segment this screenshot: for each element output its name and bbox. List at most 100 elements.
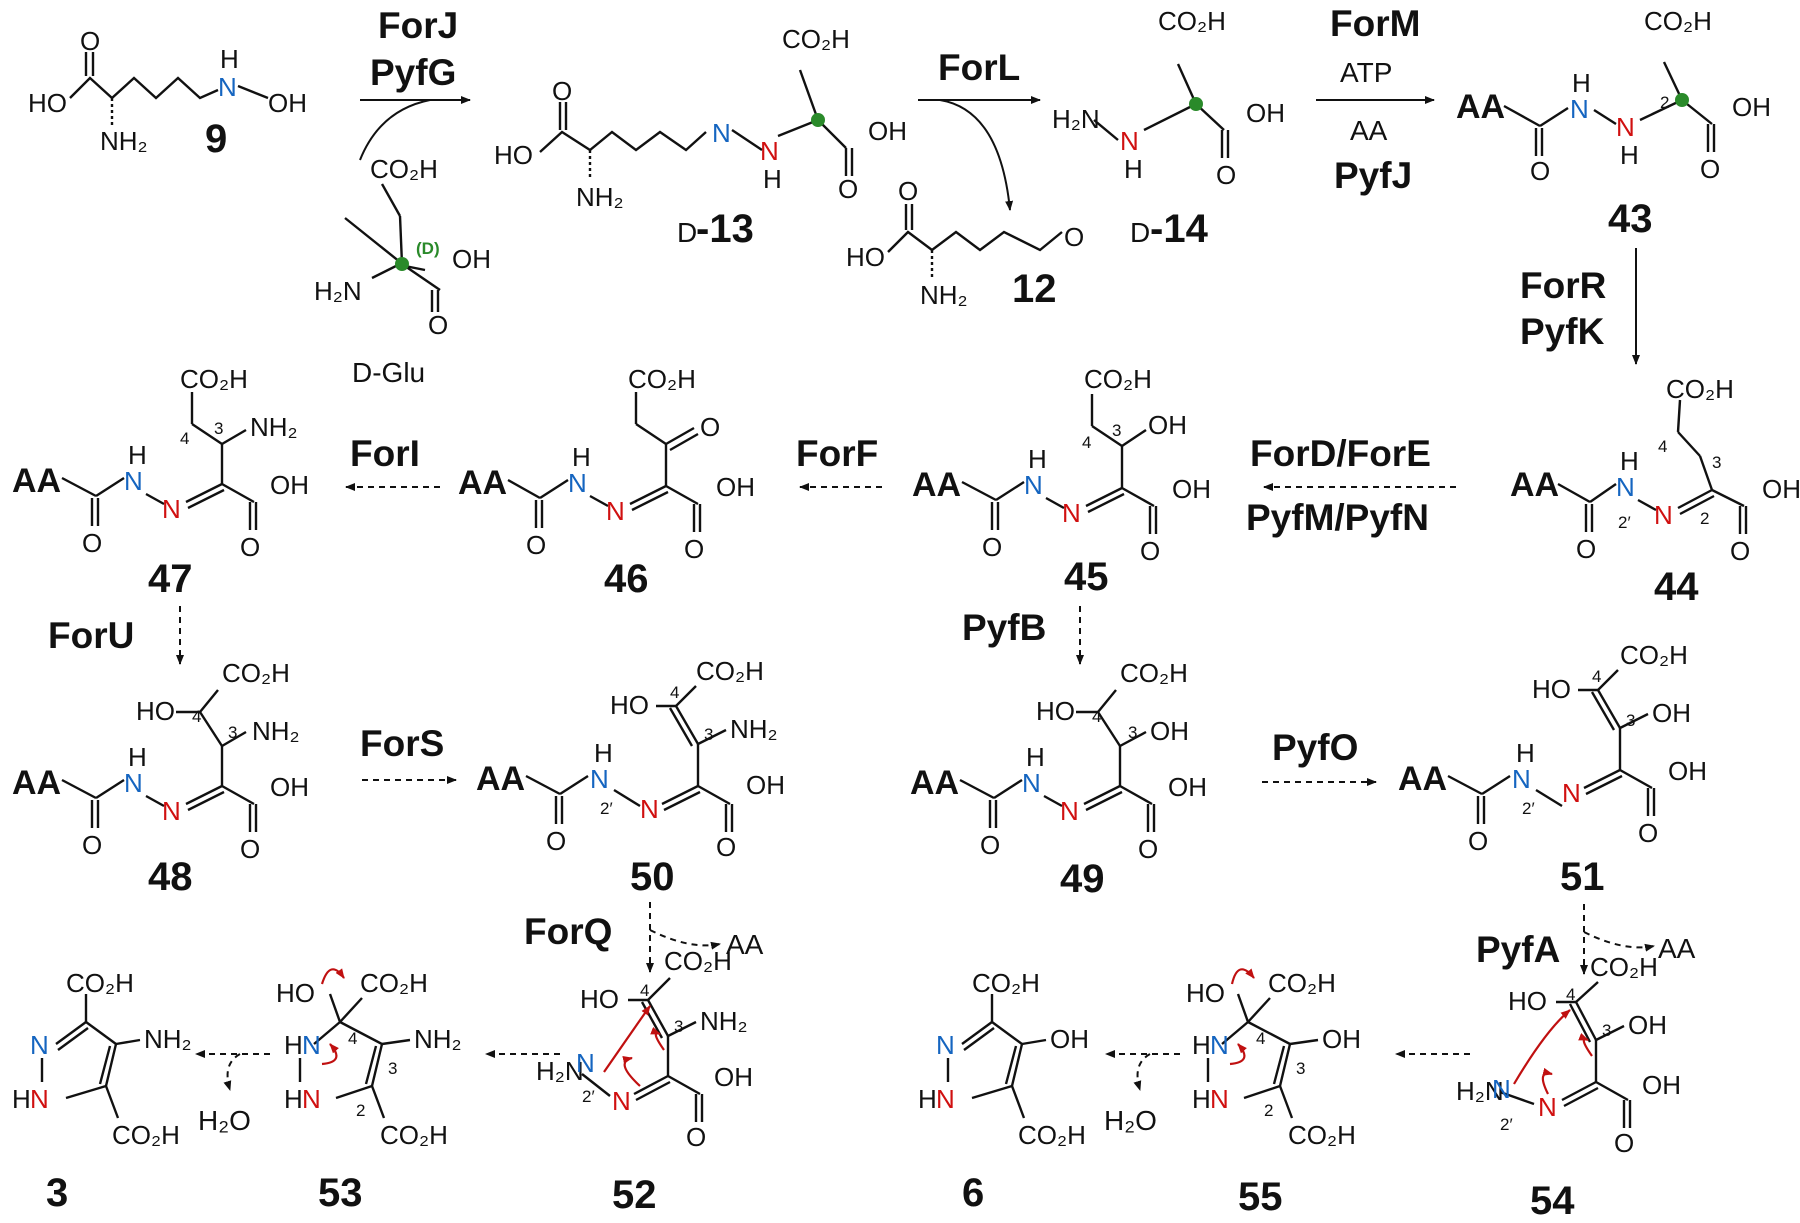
atom-h: H: [1028, 444, 1047, 474]
electron-arrow: [1230, 968, 1255, 985]
stereocenter-dot: [395, 257, 409, 271]
enzyme-pyfb: PyfB: [962, 607, 1046, 648]
atom-n: N: [302, 1030, 321, 1060]
atom-oh: OH: [270, 470, 309, 500]
compound-53: CO₂H HO 4 3 2 NH₂ H N H N CO₂H 53: [276, 968, 462, 1215]
atom-o: O: [546, 826, 566, 856]
atom-h: H: [763, 164, 782, 194]
compound-label-49: 49: [1060, 857, 1105, 901]
compound-45: AA CO₂H 4 3 OH N H N O OH O 45: [912, 364, 1211, 599]
atom-h: H: [128, 440, 147, 470]
atom-oh: OH: [1762, 474, 1800, 504]
atom-h2n: H₂N: [1456, 1076, 1504, 1106]
atom-h: H: [1124, 154, 1143, 184]
enzyme-pyfg: PyfG: [370, 52, 456, 93]
compound-47: AA CO₂H 4 3 NH₂ N H N O OH O 47: [12, 364, 309, 601]
atom-o: O: [240, 532, 260, 562]
atom-oh: OH: [1322, 1024, 1361, 1054]
atom-o: O: [1468, 826, 1488, 856]
atom-ho: HO: [1532, 674, 1571, 704]
atom-h: H: [1620, 446, 1639, 476]
electron-arrow: [1541, 1067, 1553, 1095]
atom-oh: OH: [868, 116, 907, 146]
stereocenter-dot: [811, 113, 825, 127]
atom-oh: OH: [1246, 98, 1285, 128]
atom-o: O: [1576, 534, 1596, 564]
position-3: 3: [1112, 421, 1121, 440]
atom-n: N: [936, 1084, 955, 1114]
position-4: 4: [1592, 667, 1601, 686]
reagent-aa: AA: [1350, 115, 1388, 146]
atom-co2h: CO₂H: [1620, 640, 1688, 670]
compound-label-6: 6: [962, 1171, 984, 1215]
atom-o: O: [684, 534, 704, 564]
curved-arrow: [223, 1053, 241, 1091]
atom-n: N: [1210, 1030, 1229, 1060]
atom-o: O: [1614, 1128, 1634, 1158]
atom-h2n: H₂N: [314, 276, 362, 306]
enzyme-forj: ForJ: [378, 5, 458, 46]
atom-ho: HO: [494, 140, 533, 170]
enzyme-forr: ForR: [1520, 265, 1606, 306]
atom-o: O: [82, 528, 102, 558]
curved-arrow: [649, 929, 721, 950]
enzyme-pyfo: PyfO: [1272, 727, 1358, 768]
position-2-prime: 2′: [1500, 1115, 1513, 1134]
atom-nh2: NH₂: [576, 182, 624, 212]
stereocenter-dot: [1189, 97, 1203, 111]
atom-oh: OH: [1628, 1010, 1667, 1040]
atom-co2h: CO₂H: [1268, 968, 1336, 998]
atom-n: N: [124, 466, 143, 496]
electron-arrow: [1229, 1043, 1247, 1066]
atom-co2h: CO₂H: [782, 24, 850, 54]
atom-o: O: [526, 530, 546, 560]
compound-55: CO₂H HO 4 3 2 OH H N H N CO₂H 55: [1186, 968, 1361, 1219]
atom-h: H: [1516, 738, 1535, 768]
atom-h: H: [918, 1084, 937, 1114]
curved-arrow: [1583, 931, 1655, 952]
atom-o: O: [82, 830, 102, 860]
atom-nh2: NH₂: [920, 280, 968, 310]
atom-o: O: [1530, 156, 1550, 186]
aa-group: AA: [1456, 88, 1505, 126]
compound-label-54: 54: [1530, 1179, 1575, 1223]
atom-n: N: [1024, 470, 1043, 500]
stereocenter-dot: [1675, 93, 1689, 107]
atom-n: N: [1616, 472, 1635, 502]
atom-n: N: [162, 494, 181, 524]
position-3: 3: [214, 419, 223, 438]
reagent-aa: AA: [726, 929, 764, 960]
atom-n: N: [1538, 1092, 1557, 1122]
reagent-atp: ATP: [1340, 57, 1392, 88]
atom-oh: OH: [1668, 756, 1707, 786]
position-4: 4: [670, 683, 679, 702]
position-2: 2: [1660, 93, 1669, 112]
compound-label-44: 44: [1654, 565, 1699, 609]
atom-o: O: [552, 76, 572, 106]
electron-arrow: [1578, 1032, 1593, 1057]
atom-ho: HO: [28, 88, 67, 118]
atom-n: N: [1062, 498, 1081, 528]
atom-co2h: CO₂H: [1084, 364, 1152, 394]
atom-n: N: [568, 468, 587, 498]
aa-group: AA: [12, 462, 61, 500]
atom-oh: OH: [1732, 92, 1771, 122]
atom-h: H: [220, 44, 239, 74]
atom-co2h: CO₂H: [696, 656, 764, 686]
enzyme-pyfa: PyfA: [1476, 929, 1560, 970]
atom-co2h: CO₂H: [66, 968, 134, 998]
position-2-prime: 2′: [1522, 799, 1535, 818]
compound-54: CO₂H HO 4 3 OH H₂N N 2′ N OH O 54: [1456, 952, 1681, 1223]
electron-arrow: [320, 968, 345, 985]
atom-ho: HO: [136, 696, 175, 726]
atom-co2h: CO₂H: [972, 968, 1040, 998]
electron-arrow: [650, 1026, 665, 1051]
compound-52: CO₂H HO 4 3 NH₂ H₂N N 2′ N OH O 52: [536, 946, 753, 1217]
atom-nh2: NH₂: [414, 1024, 462, 1054]
position-3: 3: [1128, 723, 1137, 742]
atom-n: N: [576, 1048, 595, 1078]
atom-oh: OH: [268, 88, 307, 118]
atom-h2n: H₂N: [536, 1056, 584, 1086]
atom-n: N: [590, 764, 609, 794]
